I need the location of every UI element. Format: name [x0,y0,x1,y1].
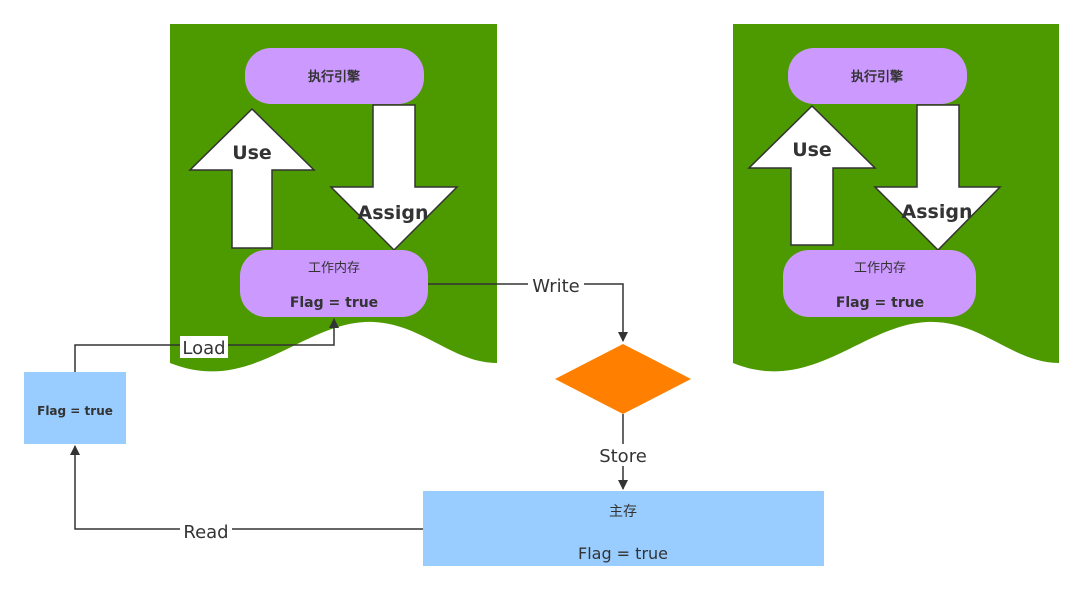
read-connector [70,445,423,530]
local-copy-box [24,372,126,444]
load-label-bg [180,336,228,358]
thread-1-engine-pill [245,48,424,104]
thread-1-assign-arrow [329,104,459,252]
thread-1-memory-value: Flag = true [290,295,378,311]
write-label-bg [528,274,584,296]
thread-2-memory-value: Flag = true [836,295,924,311]
thread-2-working-memory [783,250,976,317]
thread-1: 执行引擎 Use Assign 工作内存 Flag = true [170,24,497,372]
thread-2-engine-label: 执行引擎 [851,69,903,85]
local-copy-value: Flag = true [37,404,113,418]
thread-2-assign-label: Assign [902,201,973,223]
thread-1-assign-label: Assign [358,202,429,224]
thread-2: 执行引擎 Use Assign 工作内存 Flag = true [733,24,1059,372]
thread-2-engine-pill [788,48,967,104]
store-label-bg [595,444,651,466]
thread-2-memory-title: 工作内存 [854,260,906,276]
thread-1-memory-title: 工作内存 [308,260,360,276]
thread-1-use-label: Use [232,142,272,164]
thread-2-assign-arrow [873,104,1002,252]
main-memory-title: 主存 [609,504,637,520]
thread-2-use-label: Use [792,139,832,161]
main-memory-value: Flag = true [578,544,668,563]
store-label: Store [599,446,647,467]
thread-1-use-arrow [188,107,316,249]
write-label: Write [532,276,580,297]
thread-1-engine-label: 执行引擎 [308,69,360,85]
write-connector [428,283,628,342]
thread-1-working-memory [240,250,428,317]
thread-2-use-arrow [747,104,877,246]
read-label-bg [180,519,232,541]
load-label: Load [182,338,225,359]
main-memory-box [423,491,824,566]
transfer-diamond [555,344,691,414]
read-label: Read [183,522,228,543]
